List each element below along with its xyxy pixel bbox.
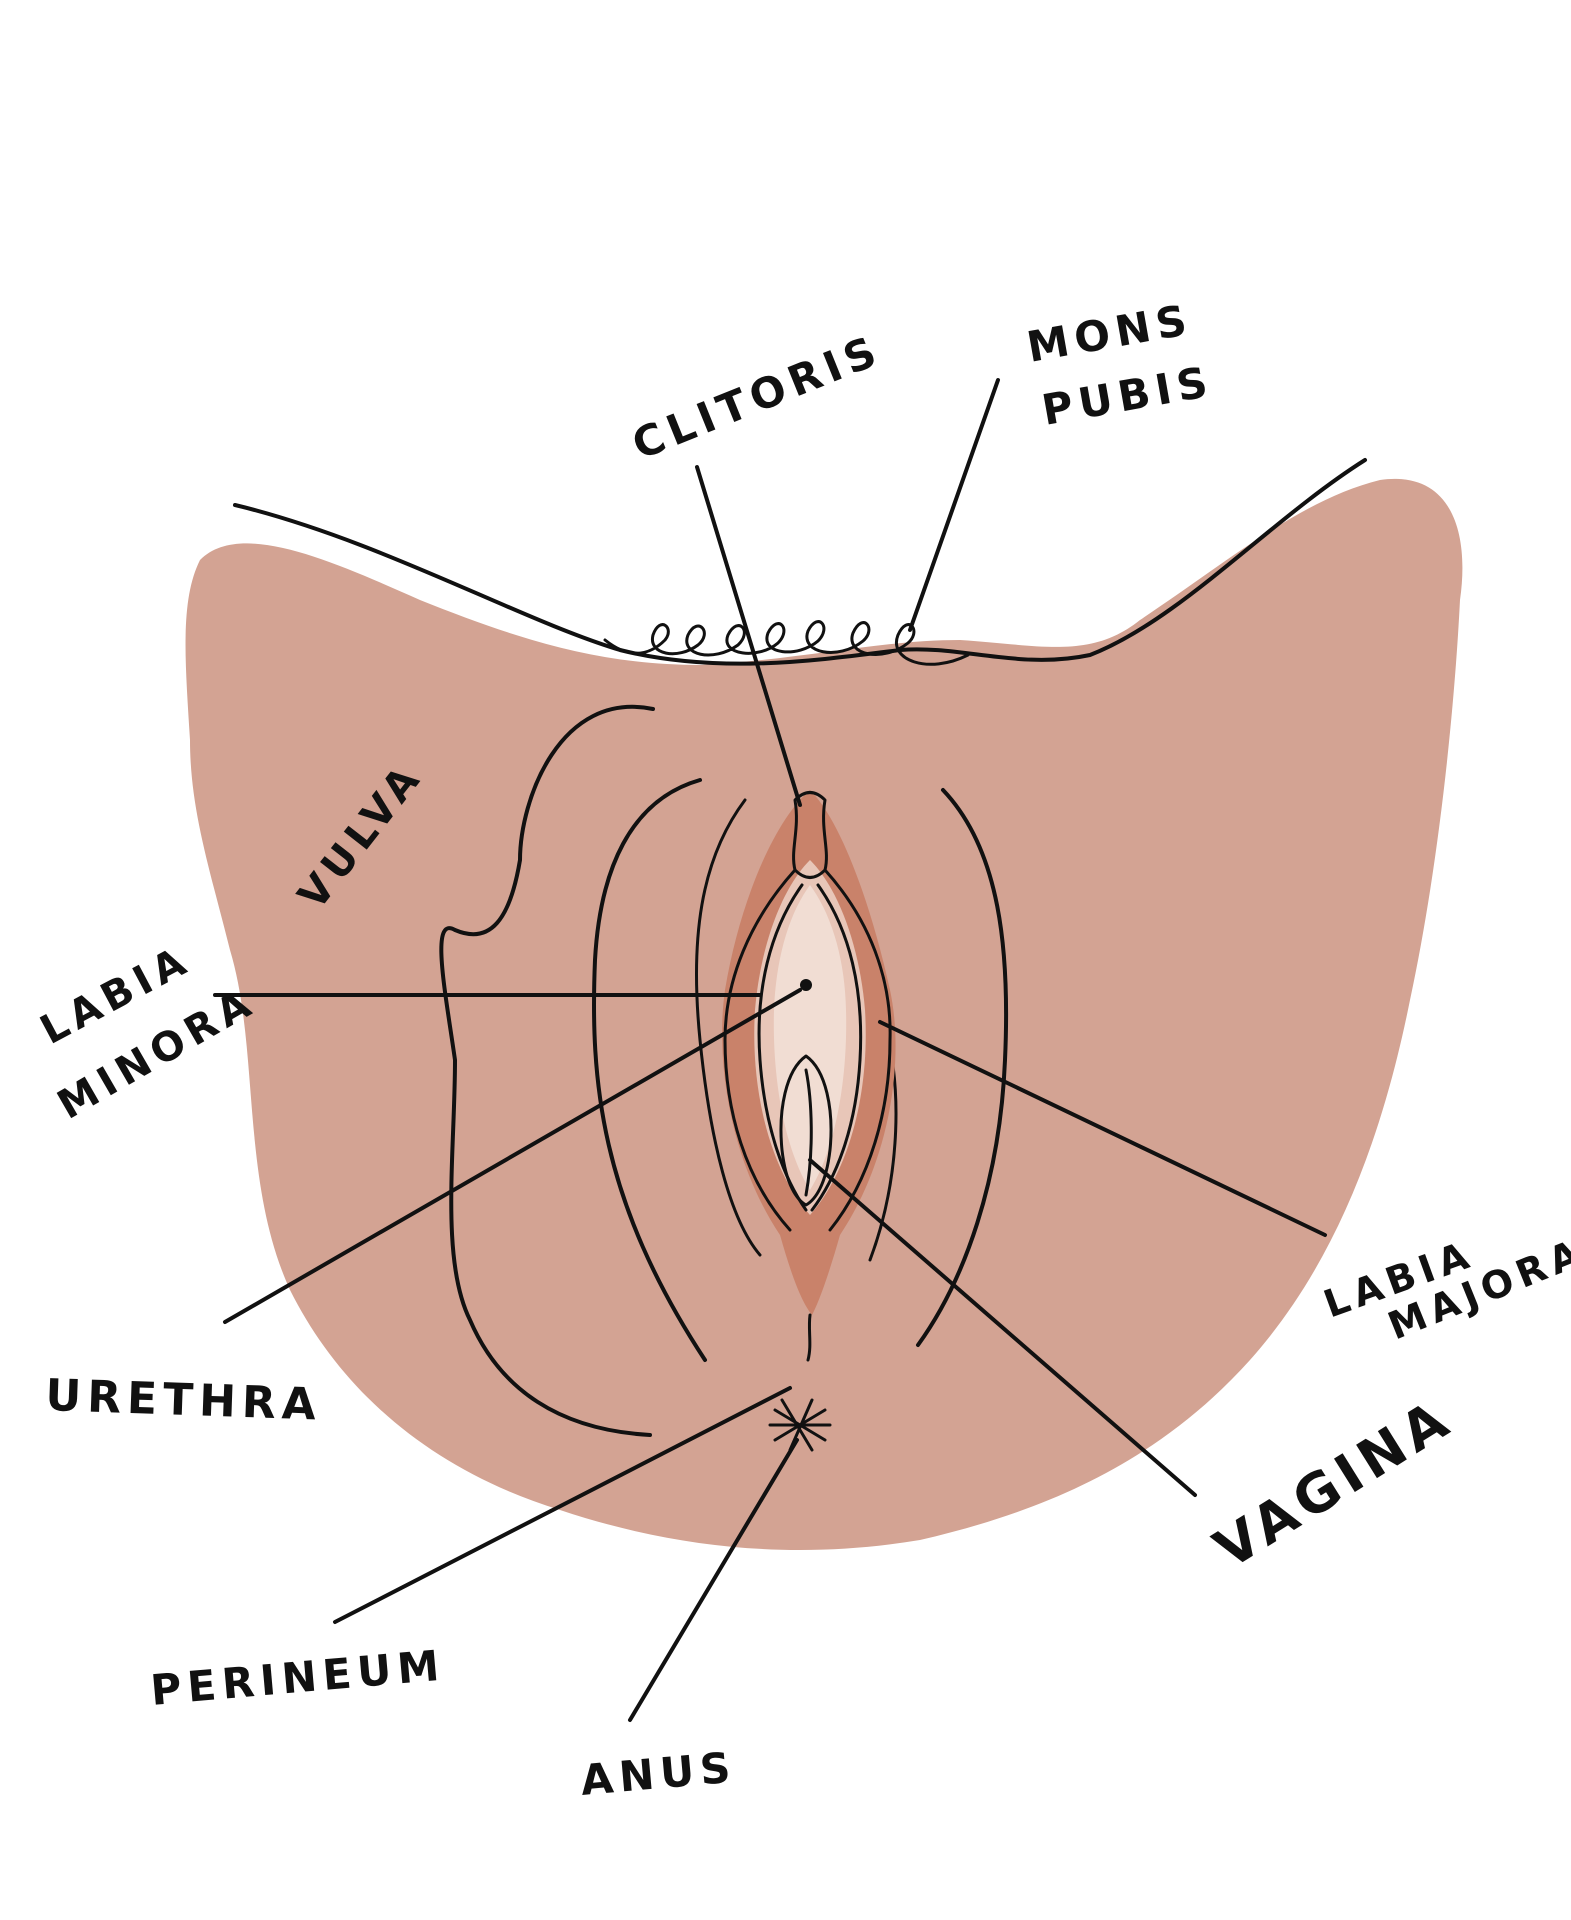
label-anus: ANUS — [579, 1743, 739, 1805]
labia-minora-outline-left — [757, 883, 808, 1212]
leader-line-perineum — [333, 1386, 792, 1624]
leader-line-urethra — [223, 988, 802, 1324]
perineum-midline — [806, 1313, 812, 1362]
label-mons-pubis-line1: MONS — [1023, 295, 1196, 372]
label-clitoris: CLITORIS — [625, 325, 888, 469]
leader-line-clitoris — [695, 465, 802, 807]
left-groin-crease — [694, 798, 762, 1257]
label-urethra: URETHRA — [45, 1370, 323, 1431]
anus-mark — [768, 1398, 832, 1452]
left-thigh-contour — [439, 704, 655, 1437]
urethral-opening — [800, 979, 812, 991]
labia-minora-outline-right — [810, 883, 863, 1212]
pubic-hair-curls — [603, 620, 970, 666]
vaginal-opening-inner — [804, 1068, 813, 1197]
label-vagina: VAGINA — [1204, 1386, 1464, 1581]
leader-line-anus — [628, 1438, 799, 1722]
waist-contour-line — [233, 458, 1367, 666]
vaginal-opening-shape — [779, 1054, 833, 1207]
leader-line-mons-pubis — [908, 378, 1000, 632]
leader-line-labia-majora — [878, 1020, 1327, 1237]
labia-majora-outline-right — [823, 868, 892, 1232]
vestibule-shape — [773, 885, 847, 1190]
label-perineum: PERINEUM — [149, 1640, 447, 1715]
label-mons-pubis-line2: PUBIS — [1038, 357, 1217, 435]
labia-majora-outline-left — [723, 868, 797, 1232]
leader-line-vagina — [808, 1158, 1197, 1497]
left-inner-thigh-contour — [592, 778, 707, 1362]
right-inner-thigh-contour — [916, 788, 1009, 1347]
